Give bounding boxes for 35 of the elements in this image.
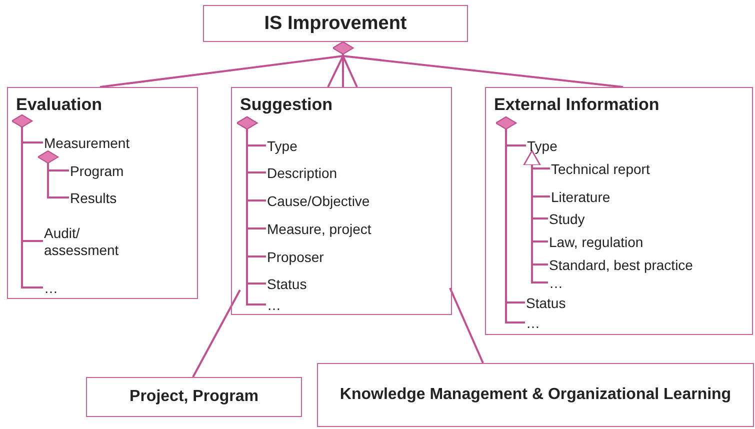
connector-line bbox=[449, 288, 484, 364]
attribute-label: Technical report bbox=[551, 161, 650, 178]
class-box bbox=[231, 87, 452, 315]
attribute-label: Study bbox=[549, 211, 585, 228]
attribute-label: … bbox=[44, 280, 58, 297]
attribute-label: Measure, project bbox=[267, 221, 372, 238]
attribute-label: … bbox=[526, 315, 540, 332]
attribute-label: Results bbox=[70, 190, 117, 207]
attribute-label: Cause/Objective bbox=[267, 193, 370, 210]
attribute-label: Proposer bbox=[267, 249, 324, 266]
class-title: External Information bbox=[494, 95, 660, 115]
attribute-label: Law, regulation bbox=[549, 234, 644, 251]
composition-connector bbox=[38, 150, 69, 198]
class-box bbox=[7, 87, 198, 299]
composition-connector bbox=[12, 114, 43, 288]
attribute-label: Literature bbox=[551, 189, 610, 206]
class-box: Project, Program bbox=[86, 377, 302, 417]
connector-line bbox=[192, 290, 241, 378]
class-title: Suggestion bbox=[240, 95, 333, 115]
attribute-label: … bbox=[549, 275, 563, 292]
attribute-label: Status bbox=[267, 276, 307, 293]
attribute-label: Description bbox=[267, 165, 338, 182]
attribute-label: Status bbox=[526, 295, 566, 312]
attribute-label: Type bbox=[267, 138, 298, 155]
composition-connector bbox=[332, 42, 624, 88]
attribute-label: Measurement bbox=[44, 135, 130, 152]
attribute-label: Type bbox=[527, 138, 558, 155]
class-title: Evaluation bbox=[16, 95, 102, 115]
attribute-label: Program bbox=[70, 163, 124, 180]
class-box bbox=[485, 87, 753, 335]
attribute-label: Standard, best practice bbox=[549, 257, 693, 274]
class-box: IS Improvement bbox=[203, 5, 468, 42]
attribute-label: Audit/ assessment bbox=[44, 225, 134, 259]
attribute-label: … bbox=[267, 297, 281, 314]
class-box: Knowledge Management & Organizational Learning bbox=[317, 363, 754, 427]
